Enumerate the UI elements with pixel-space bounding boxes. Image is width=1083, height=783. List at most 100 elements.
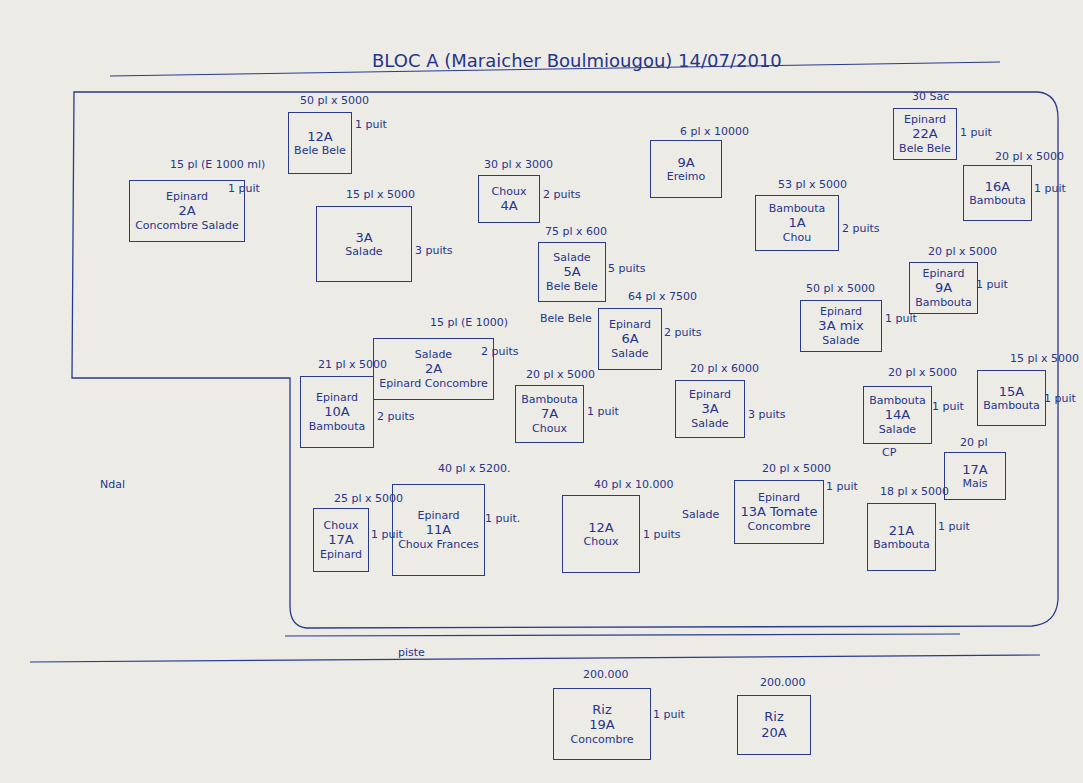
plot-text: Epinard bbox=[758, 491, 800, 504]
annotation: piste bbox=[398, 646, 425, 659]
annotation: 20 pl bbox=[960, 436, 988, 449]
plot-text: 2A bbox=[425, 361, 442, 377]
plot-text: Salade bbox=[691, 417, 728, 430]
plot-box: 3ASalade bbox=[316, 206, 412, 282]
annotation: 20 pl x 5000 bbox=[526, 368, 595, 381]
garden-boundary bbox=[72, 92, 1058, 628]
plot-box: 21ABambouta bbox=[867, 503, 936, 571]
well-count: 1 puit bbox=[932, 400, 964, 413]
plot-text: 11A bbox=[426, 522, 451, 538]
plot-text: Epinard Concombre bbox=[379, 377, 487, 390]
plot-text: 6A bbox=[621, 331, 638, 347]
track-line bbox=[30, 655, 1040, 662]
plot-text: Choux bbox=[492, 185, 527, 198]
plot-text: 20A bbox=[761, 725, 786, 741]
well-count: 1 puit bbox=[653, 708, 685, 721]
plot-text: 9A bbox=[677, 155, 694, 171]
well-count: 1 puit bbox=[1034, 182, 1066, 195]
well-count: 2 puits bbox=[842, 222, 880, 235]
well-count: 3 puits bbox=[415, 244, 453, 257]
plot-text: Bambouta bbox=[869, 394, 926, 407]
well-count: 1 puit bbox=[355, 118, 387, 131]
plot-text: Mais bbox=[962, 477, 987, 490]
annotation: 30 Sac bbox=[912, 90, 949, 103]
plot-text: Bele Bele bbox=[294, 144, 346, 157]
annotation: 20 pl x 5000 bbox=[888, 366, 957, 379]
plot-text: 17A bbox=[962, 462, 987, 478]
well-count: 1 puit bbox=[371, 528, 403, 541]
plot-box: Choux4A bbox=[478, 175, 540, 223]
plot-text: Choux bbox=[324, 519, 359, 532]
plot-text: Concombre Salade bbox=[135, 219, 239, 232]
well-count: 1 puit bbox=[826, 480, 858, 493]
annotation: 21 pl x 5000 bbox=[318, 358, 387, 371]
plot-text: 5A bbox=[563, 264, 580, 280]
plot-text: 15A bbox=[999, 384, 1024, 400]
plot-text: 12A bbox=[307, 129, 332, 145]
well-count: 1 puit bbox=[885, 312, 917, 325]
plot-text: Bele Bele bbox=[546, 280, 598, 293]
plot-box: Epinard6ASalade bbox=[598, 308, 662, 370]
well-count: 3 puits bbox=[748, 408, 786, 421]
well-count: 2 puits bbox=[543, 188, 581, 201]
plot-text: 16A bbox=[985, 179, 1010, 195]
plot-text: 2A bbox=[178, 203, 195, 219]
plot-box: Salade2AEpinard Concombre bbox=[373, 338, 494, 400]
plot-text: Bambouta bbox=[309, 420, 366, 433]
plot-box: Bambouta7AChoux bbox=[515, 385, 584, 443]
annotation: 53 pl x 5000 bbox=[778, 178, 847, 191]
annotation: 50 pl x 5000 bbox=[300, 94, 369, 107]
plot-text: Bambouta bbox=[983, 399, 1040, 412]
plot-box: Riz19AConcombre bbox=[553, 688, 651, 760]
plot-box: Epinard9ABambouta bbox=[909, 262, 978, 314]
plot-text: Epinard bbox=[320, 548, 362, 561]
plot-text: Epinard bbox=[922, 267, 964, 280]
annotation: CP bbox=[882, 446, 896, 459]
plot-text: Bambouta bbox=[969, 194, 1026, 207]
annotation: Salade bbox=[682, 508, 719, 521]
plot-box: 12ABele Bele bbox=[288, 112, 352, 174]
plot-box: Bambouta14ASalade bbox=[863, 386, 932, 444]
annotation: 50 pl x 5000 bbox=[806, 282, 875, 295]
annotation: 200.000 bbox=[760, 676, 806, 689]
plot-text: 19A bbox=[589, 717, 614, 733]
plot-text: Salade bbox=[345, 245, 382, 258]
plot-box: 17AMais bbox=[944, 452, 1006, 500]
plot-text: 13A Tomate bbox=[741, 504, 818, 520]
plot-box: Epinard3A mixSalade bbox=[800, 300, 882, 352]
well-count: 1 puit bbox=[587, 405, 619, 418]
annotation: 20 pl x 6000 bbox=[690, 362, 759, 375]
plot-text: Choux bbox=[584, 535, 619, 548]
plot-text: Salade bbox=[611, 347, 648, 360]
annotation: 18 pl x 5000 bbox=[880, 485, 949, 498]
plot-text: Bele Bele bbox=[899, 142, 951, 155]
plot-text: 14A bbox=[885, 407, 910, 423]
plot-box: Epinard2AConcombre Salade bbox=[129, 180, 245, 242]
plot-text: 9A bbox=[935, 280, 952, 296]
annotation: 30 pl x 3000 bbox=[484, 158, 553, 171]
plot-text: Bambouta bbox=[769, 202, 826, 215]
plot-text: Bambouta bbox=[521, 393, 578, 406]
plot-box: 12AChoux bbox=[562, 495, 640, 573]
annotation: 64 pl x 7500 bbox=[628, 290, 697, 303]
plot-text: Epinard bbox=[166, 190, 208, 203]
plot-text: 21A bbox=[889, 523, 914, 539]
plot-box: 9AEreimo bbox=[650, 140, 722, 198]
plot-box: 15ABambouta bbox=[977, 370, 1046, 426]
well-count: 1 puit bbox=[938, 520, 970, 533]
annotation: 15 pl (E 1000 ml) bbox=[170, 158, 265, 171]
plot-box: Choux17AEpinard bbox=[313, 508, 369, 572]
annotation: 40 pl x 5200. bbox=[438, 462, 511, 475]
well-count: 2 puits bbox=[664, 326, 702, 339]
well-count: 1 puit bbox=[960, 126, 992, 139]
plot-text: Concombre bbox=[748, 520, 811, 533]
plot-box: Salade5ABele Bele bbox=[538, 242, 606, 302]
annotation: 6 pl x 10000 bbox=[680, 125, 749, 138]
plot-text: Epinard bbox=[689, 388, 731, 401]
annotation: 15 pl (E 1000) bbox=[430, 316, 508, 329]
plot-text: Salade bbox=[879, 423, 916, 436]
well-count: 1 puit bbox=[1044, 392, 1076, 405]
plot-text: Epinard bbox=[609, 318, 651, 331]
plot-box: 16ABambouta bbox=[963, 165, 1032, 221]
plot-text: Riz bbox=[764, 709, 783, 725]
